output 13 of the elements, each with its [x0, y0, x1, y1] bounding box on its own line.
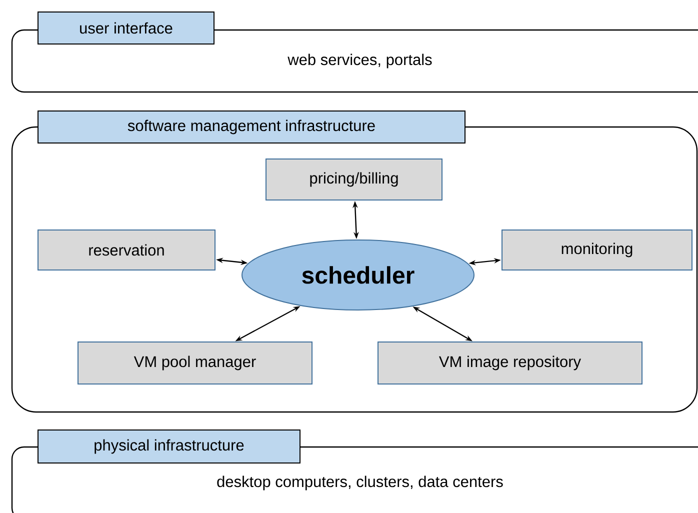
- process-box: pricing/billing: [266, 158, 442, 200]
- layer-panel: [11, 429, 698, 513]
- panel-heading: software management infrastructure: [38, 110, 466, 144]
- panel-text: desktop computers, clusters, data centers: [217, 476, 503, 490]
- process-box: reservation: [38, 229, 216, 270]
- process-box: monitoring: [502, 229, 692, 270]
- panel-heading: physical infrastructure: [38, 429, 300, 464]
- process-box: VM pool manager: [78, 341, 312, 384]
- layer-panel: [11, 12, 698, 93]
- panel-heading: user interface: [38, 12, 214, 44]
- panel-text: web services, portals: [288, 54, 432, 68]
- process-box: VM image repository: [378, 341, 642, 384]
- layer-panel: [11, 110, 698, 413]
